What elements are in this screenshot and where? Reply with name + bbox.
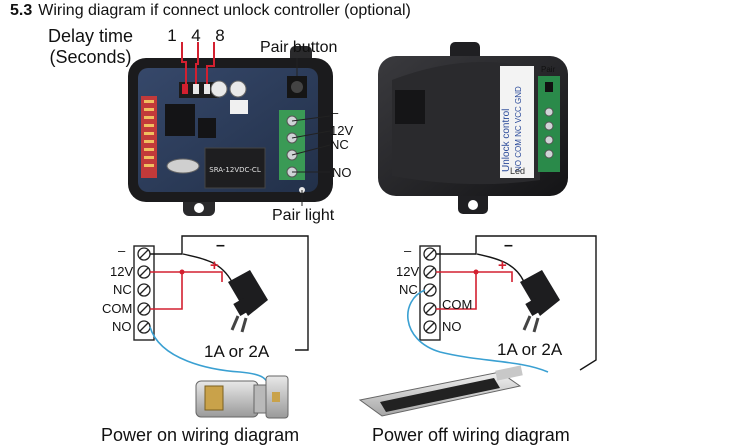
wire-negative: [150, 235, 309, 351]
pair-light-label: Pair light: [272, 207, 335, 224]
off-plus-sign: +: [498, 257, 507, 274]
crystal: [166, 158, 200, 174]
dip-position-2: 4: [191, 26, 201, 45]
on-terminal-com: COM: [102, 301, 133, 316]
dip-toggle-2: [193, 84, 199, 94]
pin-header-pins: [144, 100, 154, 167]
dip-position-1: 1: [167, 26, 177, 45]
enclosure-label: [500, 66, 534, 178]
on-terminal-no: NO: [112, 319, 132, 334]
board-terminal-nc: NC: [330, 137, 349, 152]
pair-button-cap: [291, 81, 303, 93]
on-minus-sign: –: [216, 237, 225, 254]
wire-com-link: [150, 272, 183, 310]
enclosure-label-title: Unlock control: [501, 108, 512, 172]
section-heading: 5.3 Wiring diagram if connect unlock cont…: [10, 3, 411, 19]
board-leader-lines: [291, 58, 331, 206]
terminal-screw-slots: [139, 249, 149, 332]
capacitor: [229, 80, 247, 98]
off-minus-sign: –: [504, 237, 513, 254]
enclosure-label-pins: NO COM NC VCC GND: [514, 86, 523, 172]
wire-junction: [473, 269, 479, 275]
board-terminal-12v: 12V: [330, 123, 354, 138]
enclosure-label-text: Unlock control NO COM NC VCC GND: [501, 52, 523, 172]
wire-positive: [150, 271, 223, 282]
power-on-caption: Power on wiring diagram: [101, 425, 300, 445]
wire-positive: [436, 271, 513, 282]
power-off-diagram: [358, 235, 597, 417]
wire-negative: [436, 235, 597, 371]
pair-button-label: Pair button: [260, 39, 338, 56]
terminal-screw-slots: [425, 249, 435, 332]
relay: [204, 147, 266, 189]
off-adapter-rating: 1A or 2A: [497, 340, 563, 359]
capacitor: [210, 80, 228, 98]
receiver-board: SRA-12VDC-CL: [128, 46, 333, 216]
on-plus-sign: +: [210, 257, 219, 274]
on-adapter-rating: 1A or 2A: [204, 342, 270, 361]
delay-time-label: Delay time (Seconds): [48, 26, 133, 67]
enclosure-led-text: Led: [510, 166, 526, 176]
mounting-hole: [194, 203, 204, 213]
delay-time-text: Delay time: [48, 26, 134, 46]
wire-load: [407, 289, 549, 373]
on-terminal-nc: NC: [113, 282, 132, 297]
power-adapter: [520, 270, 560, 333]
ic-chip-small: [198, 118, 216, 138]
electric-lock: [195, 375, 289, 419]
on-terminal-minus: –: [118, 243, 126, 258]
section-title: Wiring diagram if connect unlock control…: [38, 2, 411, 19]
wire-junction: [179, 269, 185, 275]
smd-part: [230, 100, 248, 114]
enclosure-screws: [544, 107, 554, 159]
power-adapter: [228, 270, 268, 333]
relay-text: SRA-12VDC-CL: [209, 166, 261, 174]
power-on-diagram: [133, 235, 309, 419]
adapter-cable: [182, 253, 233, 283]
dip-toggle-1: [182, 84, 188, 94]
off-terminal-no: NO: [442, 319, 462, 334]
dip-toggle-3: [204, 84, 210, 94]
magnetic-lock: [358, 365, 523, 417]
enclosure-hole: [468, 200, 478, 210]
off-terminal-com: COM: [442, 297, 473, 312]
wire-com-link: [436, 272, 477, 310]
receiver-enclosure: [378, 42, 568, 214]
enclosure-pair-text: Pair: [541, 65, 556, 74]
adapter-cable: [476, 253, 525, 283]
dip-pointer-lines: [181, 42, 215, 84]
off-terminal-minus: –: [404, 243, 412, 258]
dip-position-3: 8: [215, 26, 225, 45]
ic-chip: [165, 104, 195, 136]
on-terminal-12v: 12V: [110, 264, 134, 279]
enclosure-pair-button: [545, 82, 553, 92]
power-off-caption: Power off wiring diagram: [372, 425, 570, 445]
delay-units-text: (Seconds): [49, 46, 132, 67]
board-terminal-no: NO: [332, 165, 352, 180]
off-terminal-12v: 12V: [396, 264, 420, 279]
section-number: 5.3: [10, 2, 33, 19]
board-terminal-minus: –: [331, 105, 339, 120]
enclosure-window: [395, 90, 425, 124]
off-terminal-nc: NC: [399, 282, 418, 297]
